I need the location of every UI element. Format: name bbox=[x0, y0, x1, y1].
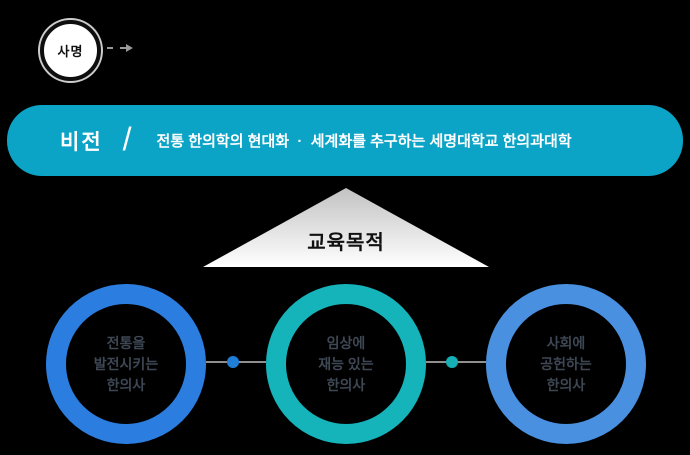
connector-dot-1 bbox=[227, 356, 239, 368]
goal-text-clinical: 임상에 재능 있는 한의사 bbox=[318, 334, 374, 393]
connector-line-1 bbox=[206, 356, 266, 368]
education-purpose-label: 교육목적 bbox=[307, 232, 385, 254]
education-purpose-triangle bbox=[203, 188, 489, 267]
slash-separator: / bbox=[122, 120, 132, 157]
vision-statement: 전통 한의학의 현대화 · 세계화를 추구하는 세명대학교 한의과대학 bbox=[156, 133, 572, 150]
dashed-arrow-line bbox=[107, 47, 126, 49]
goal-circle-society: 사회에 공헌하는 한의사 bbox=[486, 284, 646, 444]
arrow-right-icon bbox=[126, 44, 133, 52]
goal-text-society: 사회에 공헌하는 한의사 bbox=[540, 334, 592, 393]
goal-text-tradition: 전통을 발전시키는 한의사 bbox=[93, 334, 159, 393]
goal-circle-clinical: 임상에 재능 있는 한의사 bbox=[266, 284, 426, 444]
connector-dot-2 bbox=[446, 356, 458, 368]
mission-label: 사명 bbox=[57, 44, 84, 59]
goal-circle-tradition: 전통을 발전시키는 한의사 bbox=[46, 284, 206, 444]
vision-label: 비전 bbox=[60, 130, 103, 154]
triangle-shape bbox=[203, 188, 489, 267]
mission-circle: 사명 bbox=[40, 20, 101, 81]
connector-line-2 bbox=[426, 356, 486, 368]
vision-bar: 비전 / 전통 한의학의 현대화 · 세계화를 추구하는 세명대학교 한의과대학 bbox=[7, 105, 683, 176]
